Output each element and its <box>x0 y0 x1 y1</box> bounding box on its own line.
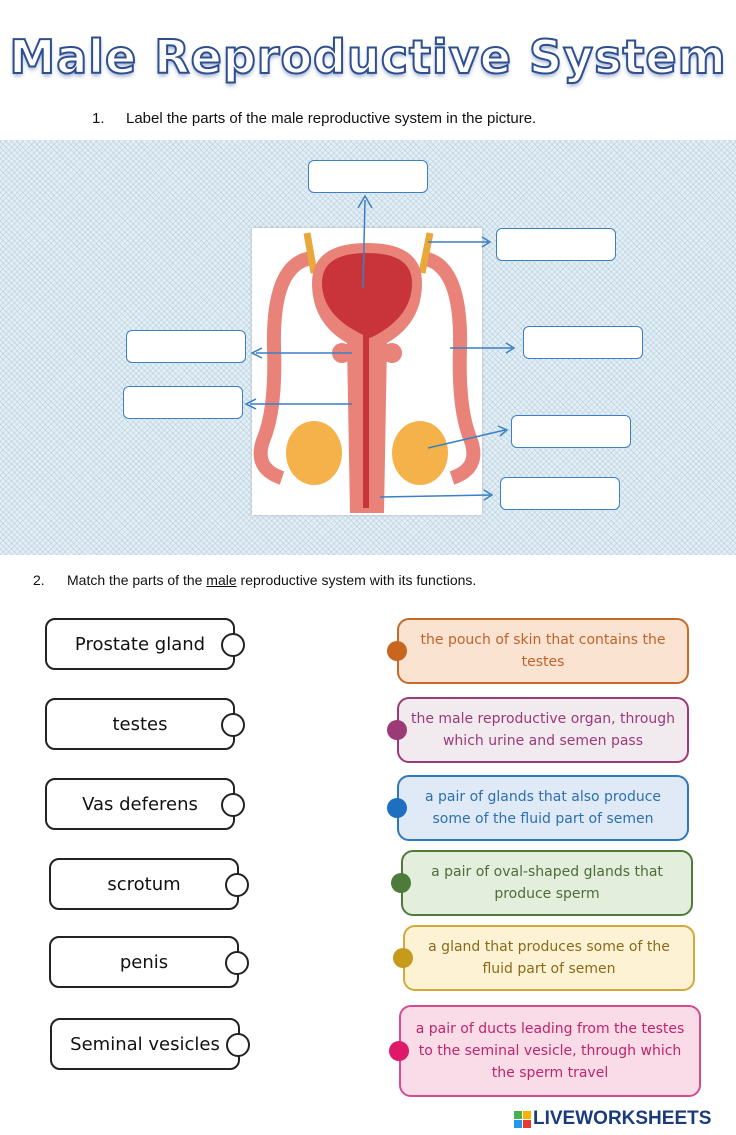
connector-dot[interactable] <box>393 948 413 968</box>
liveworksheets-logo: LIVEWORKSHEETS <box>514 1108 711 1130</box>
term-label: Seminal vesicles <box>70 1033 220 1055</box>
question-1: 1. Label the parts of the male reproducti… <box>92 110 536 127</box>
connector-dot[interactable] <box>391 873 411 893</box>
question-2: 2. Match the parts of the male reproducti… <box>33 572 476 588</box>
term-label: testes <box>112 713 168 735</box>
function-text: a gland that produces some of the fluid … <box>428 939 670 977</box>
term-label: Prostate gland <box>74 633 206 655</box>
reproductive-system-illustration <box>253 232 481 513</box>
function-text: the male reproductive organ, through whi… <box>410 711 676 749</box>
connector-dot[interactable] <box>225 873 249 897</box>
function-text: a pair of ducts leading from the testes … <box>415 1021 685 1081</box>
question-number: 2. <box>33 572 45 588</box>
function-card[interactable]: a pair of ducts leading from the testes … <box>389 1005 701 1097</box>
term-card[interactable]: Prostate gland <box>45 618 245 670</box>
question-underlined-word: male <box>206 572 237 588</box>
connector-dot[interactable] <box>387 641 407 661</box>
term-card[interactable]: penis <box>49 936 249 988</box>
term-card[interactable]: Seminal vesicles <box>50 1018 250 1070</box>
connector-dot[interactable] <box>389 1041 409 1061</box>
label-input-right-2[interactable] <box>523 326 643 359</box>
label-input-right-1[interactable] <box>496 228 616 261</box>
label-input-right-3[interactable] <box>511 415 631 448</box>
term-label: scrotum <box>107 873 181 895</box>
term-card[interactable]: Vas deferens <box>45 778 245 830</box>
question-text: Label the parts of the male reproductive… <box>126 110 537 127</box>
term-card[interactable]: scrotum <box>49 858 249 910</box>
connector-dot[interactable] <box>221 633 245 657</box>
function-text: the pouch of skin that contains the test… <box>420 632 666 670</box>
question-number: 1. <box>92 110 105 127</box>
label-input-left-1[interactable] <box>126 330 246 363</box>
question-text-end: reproductive system with its functions. <box>236 572 477 588</box>
label-input-right-4[interactable] <box>500 477 620 510</box>
function-card[interactable]: a pair of glands that also produce some … <box>387 775 689 841</box>
brand-name: LIVEWORKSHEETS <box>533 1108 712 1129</box>
connector-dot[interactable] <box>387 798 407 818</box>
label-arrows <box>244 194 516 501</box>
function-card[interactable]: a pair of oval-shaped glands that produc… <box>391 850 693 916</box>
function-card[interactable]: a gland that produces some of the fluid … <box>393 925 695 991</box>
function-text: a pair of glands that also produce some … <box>424 789 662 827</box>
function-card[interactable]: the pouch of skin that contains the test… <box>387 618 689 684</box>
term-card[interactable]: testes <box>45 698 245 750</box>
diagram-area <box>0 140 736 555</box>
connector-dot[interactable] <box>221 793 245 817</box>
anatomy-image <box>252 228 482 515</box>
connector-dot[interactable] <box>226 1033 250 1057</box>
label-input-left-2[interactable] <box>123 386 243 419</box>
question-text: Match the parts of the <box>67 572 207 588</box>
function-text: a pair of oval-shaped glands that produc… <box>431 864 663 902</box>
function-card[interactable]: the male reproductive organ, through whi… <box>387 697 689 763</box>
term-label: Vas deferens <box>82 793 198 815</box>
logo-icon <box>514 1110 531 1128</box>
page-title: Male Reproductive System <box>8 29 727 85</box>
label-input-bladder[interactable] <box>308 160 428 193</box>
connector-dot[interactable] <box>387 720 407 740</box>
term-label: penis <box>119 951 169 973</box>
connector-dot[interactable] <box>221 713 245 737</box>
connector-dot[interactable] <box>225 951 249 975</box>
